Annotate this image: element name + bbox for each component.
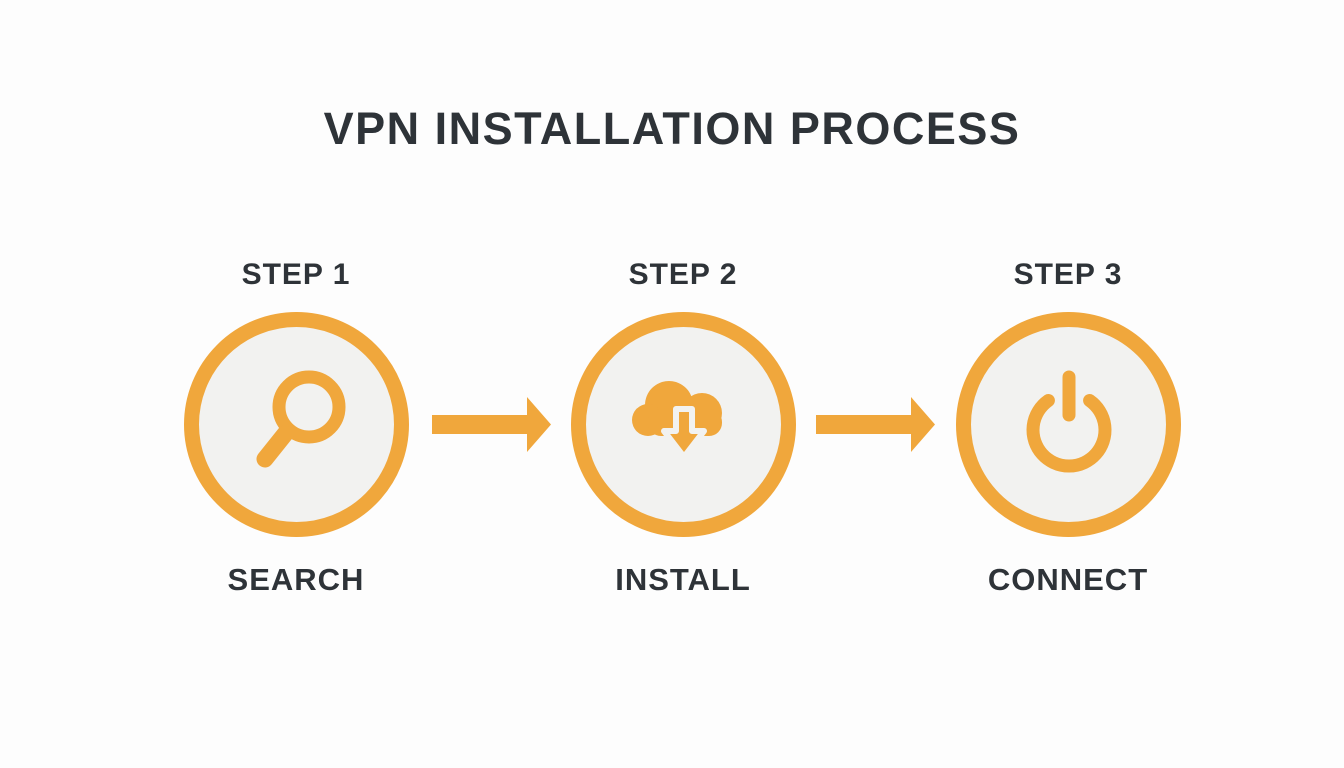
power-icon — [1019, 367, 1119, 482]
step-3-label: STEP 3 — [1013, 258, 1123, 291]
page-title: VPN INSTALLATION PROCESS — [323, 103, 1021, 154]
step-2-circle — [571, 312, 796, 537]
arrow-right-icon — [432, 396, 552, 453]
magnifier-icon — [247, 367, 347, 482]
step-1-action: SEARCH — [227, 562, 365, 597]
arrow-right-icon — [816, 396, 936, 453]
cloud-download-icon — [625, 375, 743, 475]
step-3-action: CONNECT — [987, 562, 1149, 597]
step-3-circle — [956, 312, 1181, 537]
step-1-circle — [184, 312, 409, 537]
step-1-label: STEP 1 — [241, 258, 351, 291]
step-2-label: STEP 2 — [628, 258, 738, 291]
step-2-action: INSTALL — [615, 562, 751, 597]
